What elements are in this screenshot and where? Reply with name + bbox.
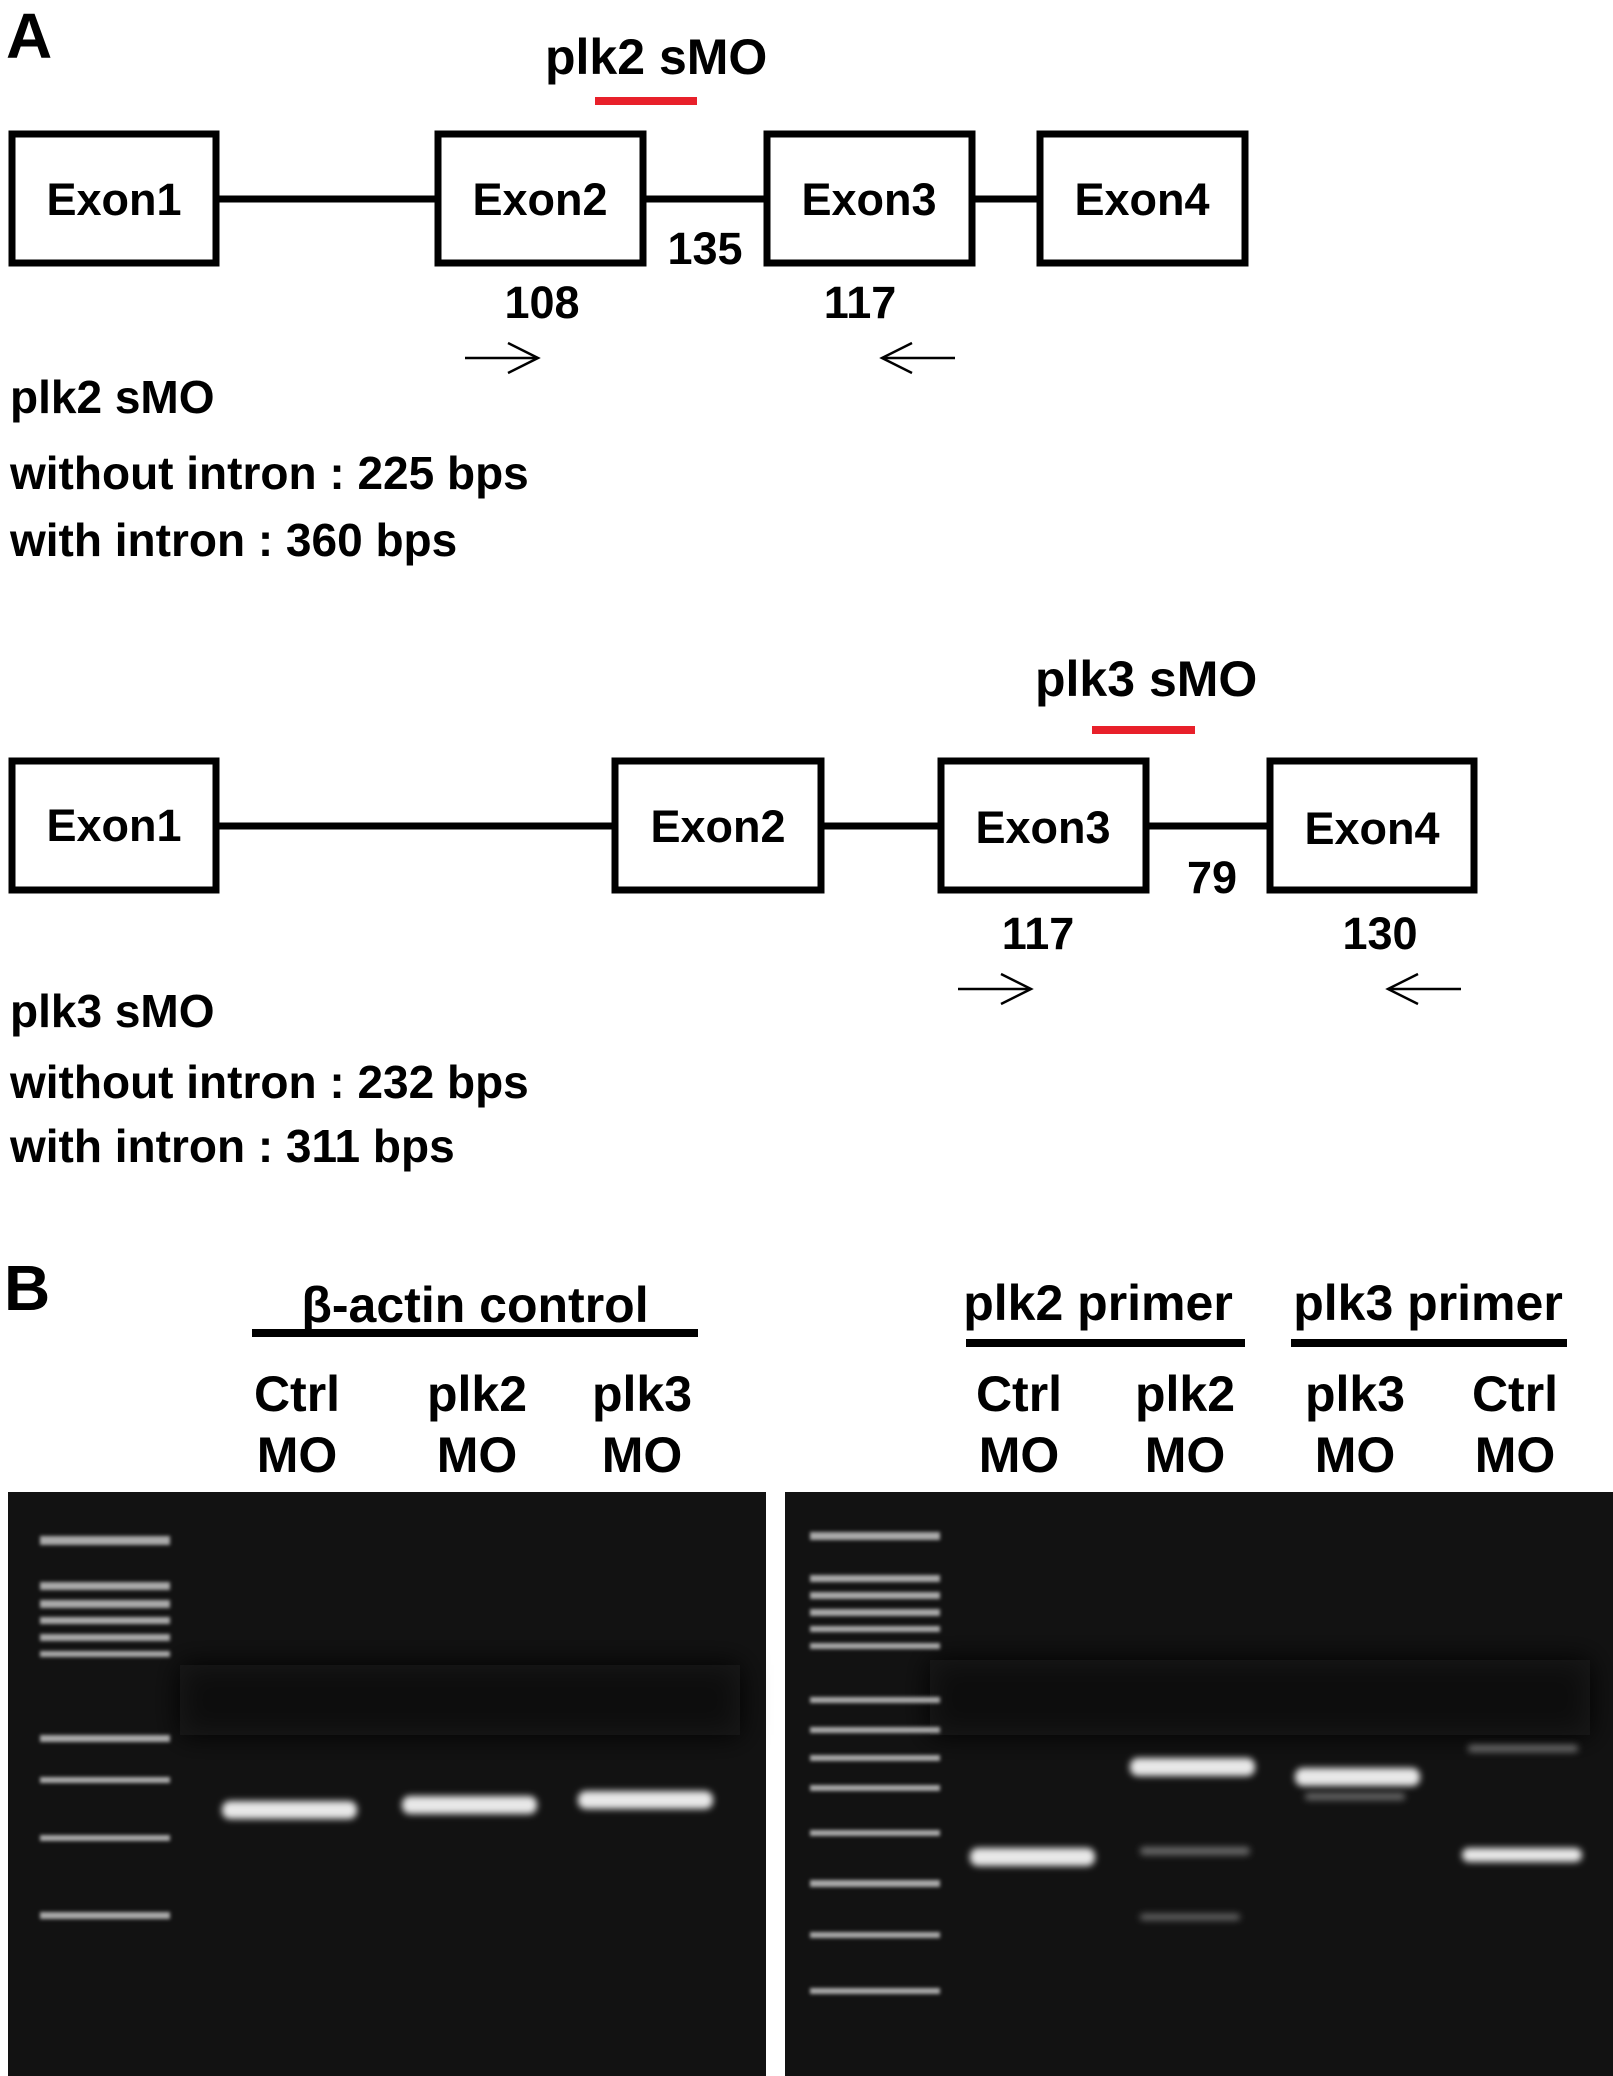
plk3-exon4-size: 130 (1342, 908, 1417, 959)
beta-actin-header: β-actin control (301, 1277, 648, 1333)
plk2-exon4-label: Exon4 (1074, 174, 1209, 225)
plk-primer-bands (970, 1758, 1582, 1866)
plk3-reverse-primer-arrow (1385, 972, 1461, 1006)
plk2-with-intron: with intron : 360 bps (9, 514, 457, 566)
plk3-exon3: Exon3 (937, 757, 1150, 894)
plk2-exon2-size: 108 (504, 277, 579, 328)
plk2-exon4: Exon4 (1036, 130, 1249, 267)
plk2-exon1: Exon1 (8, 130, 220, 267)
band-plk3-mo-faint (1305, 1793, 1405, 1800)
band-plk2-mo (402, 1796, 537, 1814)
left-lane-2-bottom: MO (437, 1427, 518, 1483)
plk2-forward-primer-arrow (465, 341, 541, 375)
band-plk2-mo-faint-low (1140, 1914, 1240, 1920)
plk3-exon4: Exon4 (1266, 757, 1478, 894)
right-lane-4-bottom: MO (1475, 1427, 1556, 1483)
plk3-smo-label: plk3 sMO (1035, 651, 1257, 707)
plk2-exon3-size: 117 (824, 277, 897, 328)
right-lane-1-bottom: MO (979, 1427, 1060, 1483)
plk2-exon3-label: Exon3 (801, 174, 936, 225)
panel-b-letter: B (4, 1252, 50, 1324)
left-lane-3-bottom: MO (602, 1427, 683, 1483)
left-lane-3-top: plk3 (592, 1366, 692, 1422)
right-lane-3-top: plk3 (1305, 1366, 1405, 1422)
plk3-forward-primer-arrow (958, 972, 1034, 1006)
band-plk3-primer-plk3-mo-upper (1295, 1768, 1420, 1786)
plk-primer-gel (785, 1492, 1613, 2076)
right-lane-2-bottom: MO (1145, 1427, 1226, 1483)
plk3-without-intron: without intron : 232 bps (9, 1056, 529, 1108)
plk2-exon2: Exon2 (434, 130, 647, 267)
plk3-with-intron: with intron : 311 bps (9, 1120, 455, 1172)
plk2-smo-label: plk2 sMO (545, 29, 767, 85)
left-lane-2-top: plk2 (427, 1366, 527, 1422)
plk3-exon1: Exon1 (8, 757, 220, 894)
plk2-intron-size: 135 (667, 223, 742, 274)
left-lane-1-bottom: MO (257, 1427, 338, 1483)
faint-bands (1140, 1745, 1578, 1920)
plk2-smo-caption: plk2 sMO (10, 371, 215, 423)
plk2-exon3: Exon3 (763, 130, 976, 267)
plk2-gene-diagram: plk2 sMO Exon1 Exon2 Exon3 Exon4 135 108… (8, 29, 1249, 375)
right-lane-1-top: Ctrl (976, 1366, 1062, 1422)
beta-actin-gel (8, 1492, 766, 2076)
beta-actin-bands (222, 1791, 713, 1819)
plk3-primer-header: plk3 primer (1293, 1275, 1563, 1331)
right-lane-3-bottom: MO (1315, 1427, 1396, 1483)
plk3-exon3-label: Exon3 (975, 802, 1110, 853)
plk3-intron-size: 79 (1187, 852, 1237, 903)
plk2-exon2-label: Exon2 (472, 174, 607, 225)
band-plk2-mo-faint (1140, 1847, 1250, 1855)
plk3-exon3-size: 117 (1002, 908, 1075, 959)
right-gel-ladder (810, 1532, 940, 1994)
plk3-gene-diagram: plk3 sMO Exon1 Exon2 Exon3 Exon4 79 117 … (8, 651, 1478, 1006)
plk3-smo-caption: plk3 sMO (10, 985, 215, 1037)
plk2-reverse-primer-arrow (879, 341, 955, 375)
panel-a-letter: A (6, 0, 52, 72)
plk2-primer-header: plk2 primer (963, 1275, 1233, 1331)
band-plk3-primer-ctrl-mo (1462, 1848, 1582, 1862)
plk3-exon1-label: Exon1 (46, 800, 181, 851)
band-ctrl-mo-faint (1468, 1745, 1578, 1752)
right-lane-2-top: plk2 (1135, 1366, 1235, 1422)
plk2-exon1-label: Exon1 (46, 174, 181, 225)
left-gel-ladder (40, 1536, 170, 1919)
plk2-without-intron: without intron : 225 bps (9, 447, 529, 499)
band-ctrl-mo (222, 1801, 357, 1819)
band-plk3-mo (578, 1791, 713, 1809)
band-plk2-primer-ctrl-mo (970, 1848, 1095, 1866)
left-lane-1-top: Ctrl (254, 1366, 340, 1422)
band-plk2-primer-plk2-mo-upper (1130, 1758, 1255, 1776)
plk3-exon4-label: Exon4 (1304, 803, 1439, 854)
plk3-exon2-label: Exon2 (650, 801, 785, 852)
right-lane-4-top: Ctrl (1472, 1366, 1558, 1422)
plk3-exon2: Exon2 (611, 757, 825, 894)
